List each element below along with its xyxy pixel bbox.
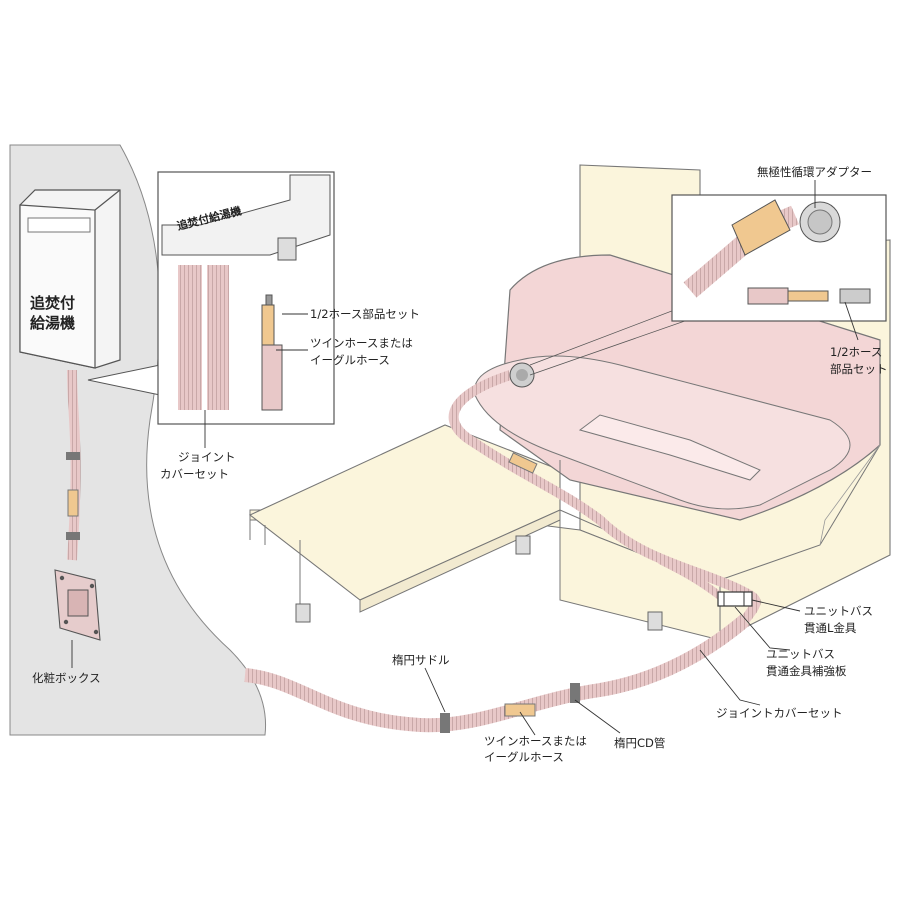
label-unitbath-plate-2: 貫通金具補強板 [766, 664, 847, 678]
cosmetic-box [54, 569, 101, 641]
label-oval-saddle: 楕円サドル [392, 653, 450, 667]
bath-step [248, 424, 561, 601]
inset-heater-detail [87, 171, 335, 425]
label-nonpolar-adapter: 無極性循環アダプター [757, 165, 872, 179]
label-unitbath-l-2: 貫通L金具 [804, 621, 857, 635]
label-unitbath-l-1: ユニットバス [804, 604, 873, 618]
label-twin-hose-bottom-2: イーグルホース [484, 750, 564, 764]
label-half-hose-set: 1/2ホース部品セット [310, 307, 420, 321]
leader-lines [71, 180, 859, 736]
label-joint-cover-2: カバーセット [160, 467, 229, 481]
label-joint-cover-bottom: ジョイントカバーセット [716, 706, 843, 720]
label-unitbath-plate-1: ユニットバス [766, 647, 835, 661]
label-twin-hose-2: イーグルホース [310, 353, 390, 367]
adapter-small [509, 362, 535, 388]
inset-adapter-detail [671, 194, 887, 322]
heater-label-line1: 追焚付 [30, 294, 75, 312]
heater-label-line2: 給湯機 [30, 314, 75, 332]
label-half-hose-right-2: 部品セット [830, 362, 888, 376]
label-oval-cd-pipe: 楕円CD管 [614, 736, 665, 750]
unitbath-fittings [717, 591, 753, 607]
label-joint-cover-1: ジョイント [178, 450, 236, 464]
label-twin-hose-1: ツインホースまたは [310, 336, 413, 350]
wall-hose [66, 369, 81, 561]
label-cosmetic-box: 化粧ボックス [32, 671, 101, 685]
label-half-hose-right-1: 1/2ホース [830, 345, 882, 359]
label-twin-hose-bottom-1: ツインホースまたは [484, 734, 587, 748]
water-heater [19, 189, 121, 369]
